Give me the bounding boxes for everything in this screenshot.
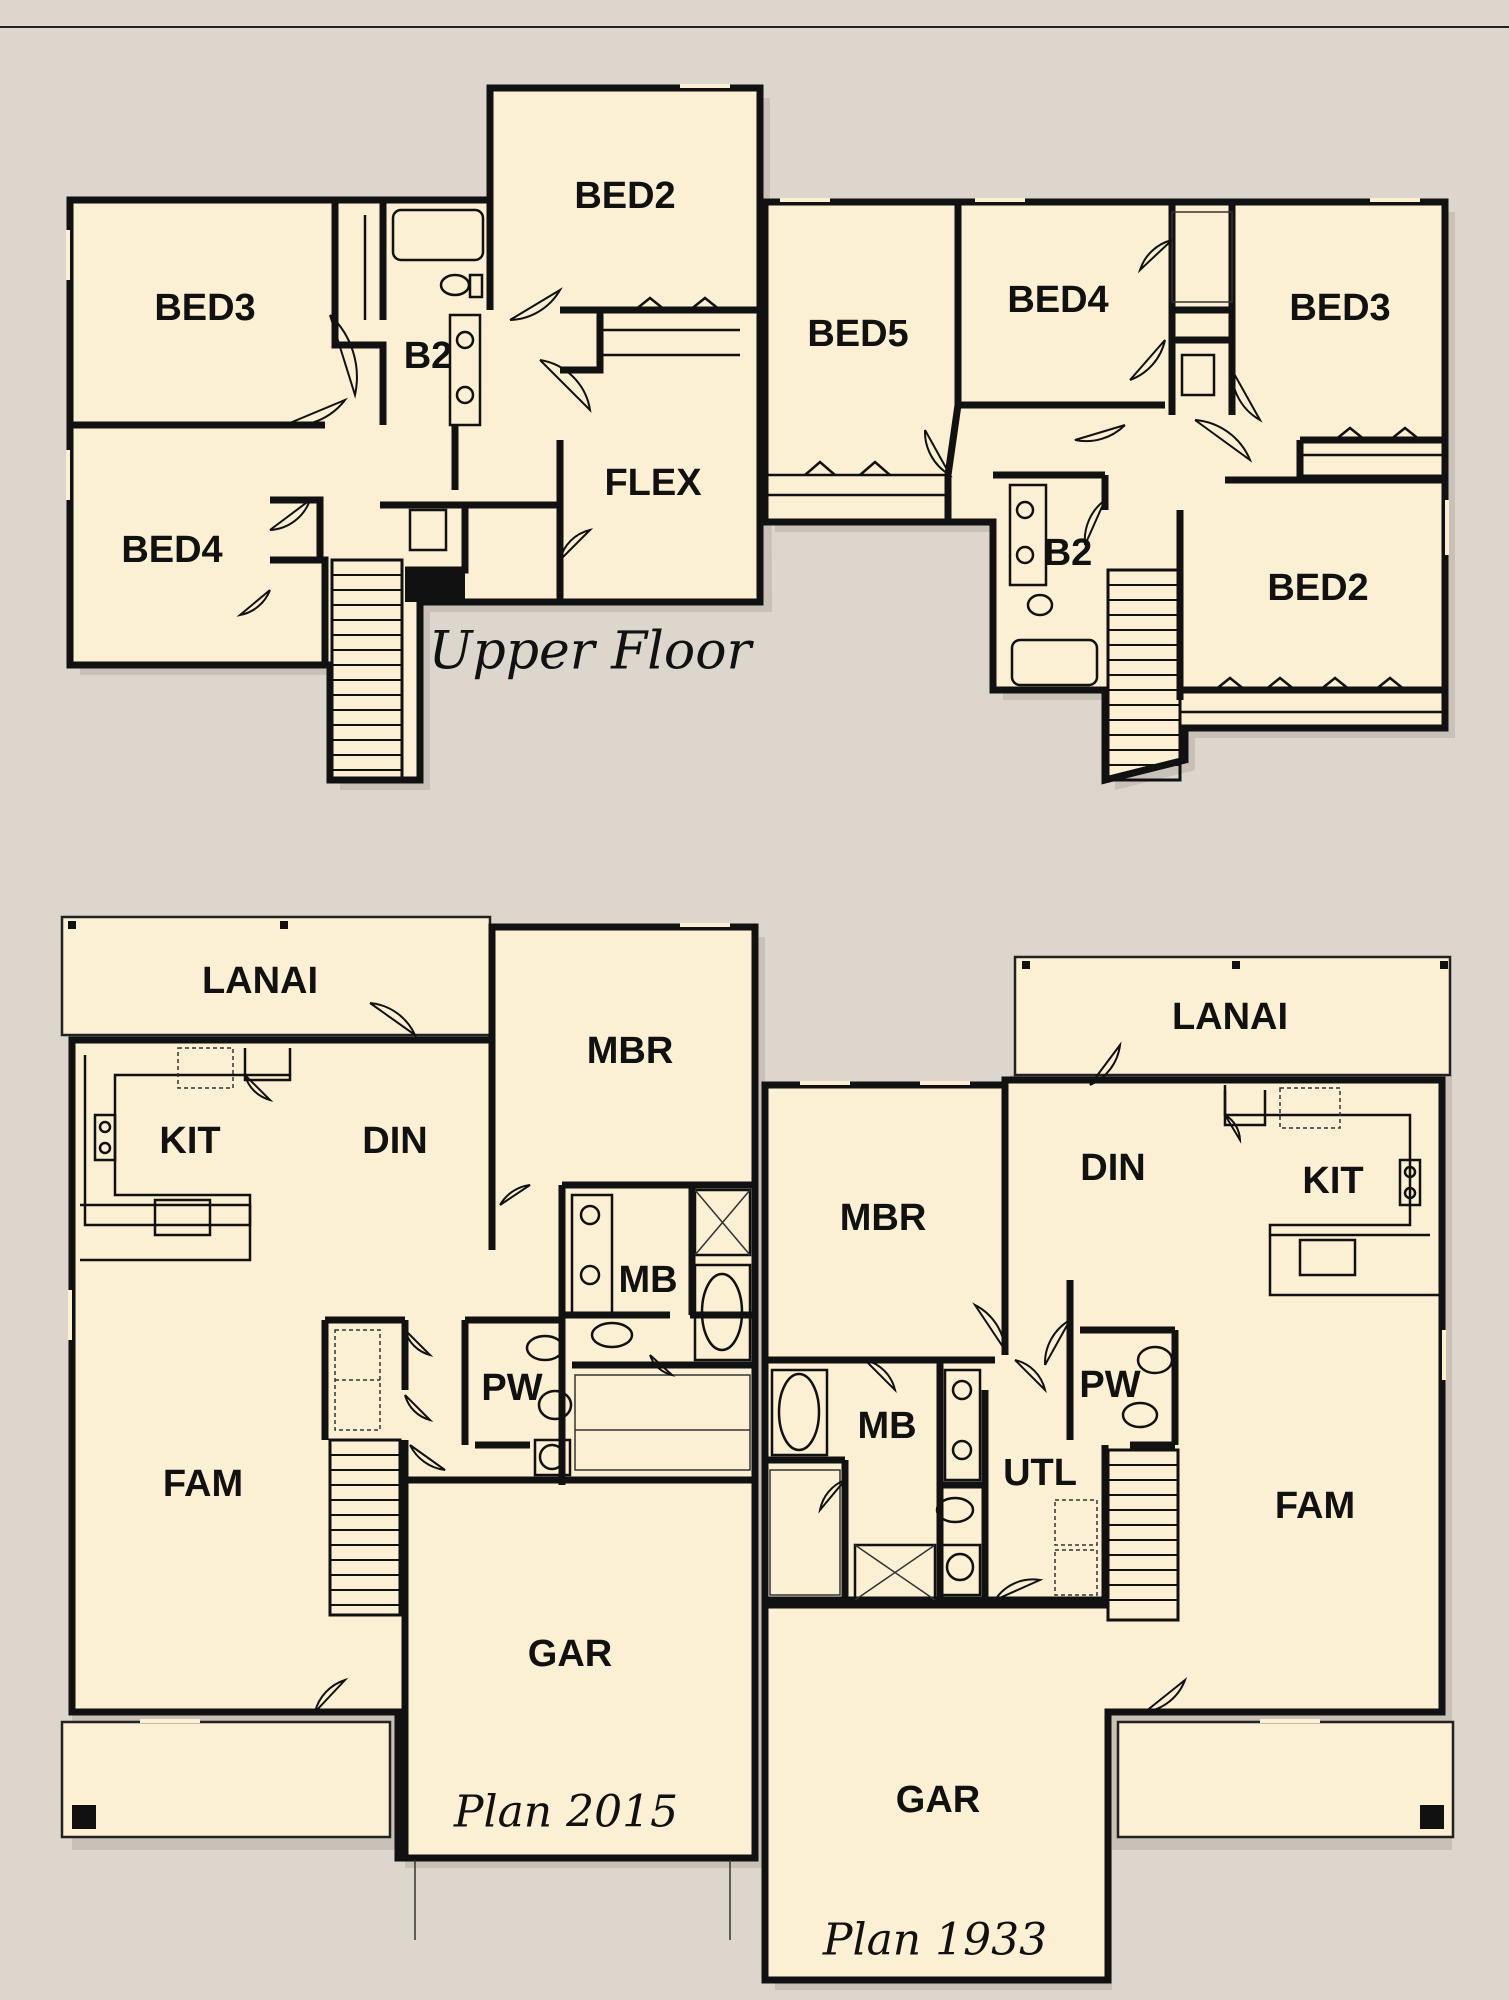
caption-plan-2015: Plan 2015 — [453, 1787, 678, 1838]
caption-upper-floor: Upper Floor — [429, 622, 755, 682]
room-mbr: MBR — [840, 1197, 927, 1239]
main-floor-plan-1933: LANAI DIN KIT MBR MB PW UTL FAM GAR Plan… — [761, 955, 1455, 1990]
room-bed3: BED3 — [1289, 287, 1390, 329]
room-din: DIN — [362, 1120, 427, 1162]
room-lanai: LANAI — [202, 960, 318, 1002]
room-gar: GAR — [528, 1633, 612, 1675]
room-bed4: BED4 — [1007, 279, 1108, 321]
room-pw: PW — [1079, 1364, 1140, 1406]
room-bed2: BED2 — [1267, 567, 1368, 609]
room-bed5: BED5 — [807, 313, 908, 355]
caption-plan-1933: Plan 1933 — [822, 1915, 1047, 1966]
room-bed4: BED4 — [121, 529, 222, 571]
room-utl: UTL — [1003, 1452, 1077, 1494]
room-lanai: LANAI — [1172, 996, 1288, 1038]
room-flex: FLEX — [604, 462, 702, 504]
room-bed2: BED2 — [574, 175, 675, 217]
room-pw: PW — [481, 1367, 542, 1409]
room-mbr: MBR — [587, 1030, 674, 1072]
room-b2: B2 — [1044, 532, 1093, 574]
main-floor-plan-2015: LANAI KIT DIN MBR MB PW FAM GAR Plan 201… — [60, 915, 765, 1940]
upper-floor-plan-2015: BED3 B2 BED2 BED4 FLEX — [66, 84, 772, 790]
room-b2: B2 — [404, 335, 453, 377]
room-mb: MB — [618, 1259, 677, 1301]
room-gar: GAR — [896, 1779, 980, 1821]
room-fam: FAM — [1275, 1485, 1355, 1527]
room-fam: FAM — [163, 1463, 243, 1505]
room-kit: KIT — [1302, 1160, 1363, 1202]
room-kit: KIT — [159, 1120, 220, 1162]
room-bed3: BED3 — [154, 287, 255, 329]
room-mb: MB — [857, 1405, 916, 1447]
upper-floor-plan-1933: BED5 BED4 BED3 B2 BED2 — [761, 198, 1455, 790]
room-din: DIN — [1080, 1147, 1145, 1189]
